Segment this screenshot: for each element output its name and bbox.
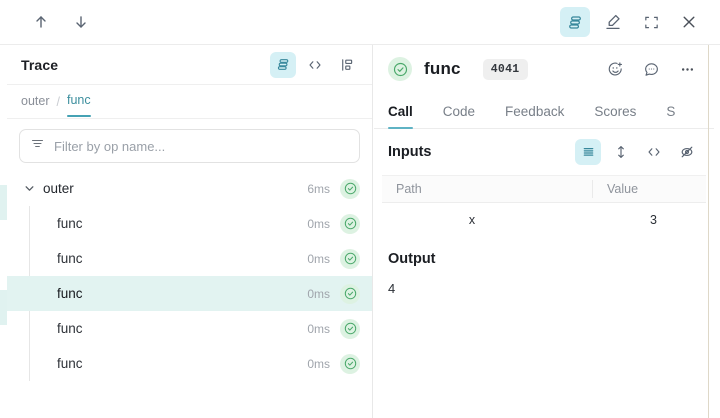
- tree-row-duration: 0ms: [307, 251, 330, 266]
- breadcrumb-item-outer[interactable]: outer: [21, 94, 50, 108]
- chevron-down-icon[interactable]: [21, 181, 37, 197]
- status-success-icon: [340, 248, 360, 269]
- stacked-layers-icon[interactable]: [560, 7, 590, 37]
- tree-row-func-2[interactable]: func 0ms: [7, 241, 372, 276]
- filter-lines-icon: [30, 136, 45, 156]
- trace-panel: Trace: [7, 45, 373, 418]
- tree-row-label: func: [57, 356, 83, 371]
- tree-row-func-5[interactable]: func 0ms: [7, 346, 372, 381]
- filter-section: [7, 119, 372, 171]
- code-brackets-icon[interactable]: [641, 139, 667, 165]
- cell-path: x: [468, 213, 476, 227]
- tab-code[interactable]: Code: [442, 104, 476, 119]
- toolbar-nav-group: [0, 9, 94, 35]
- inputs-table-header: Path Value: [382, 175, 706, 203]
- output-section: Output 4: [374, 237, 714, 296]
- tree-row-label: func: [57, 286, 83, 301]
- tab-feedback[interactable]: Feedback: [505, 104, 565, 119]
- tree-row-duration: 0ms: [307, 321, 330, 336]
- arrow-up-icon[interactable]: [28, 9, 54, 35]
- call-id-badge[interactable]: 4041: [482, 58, 528, 80]
- column-header-value: Value: [592, 180, 706, 198]
- status-success-icon: [340, 318, 360, 339]
- tree-row-label: func: [57, 251, 83, 266]
- code-brackets-icon[interactable]: [302, 52, 328, 78]
- tab-call[interactable]: Call: [388, 104, 413, 129]
- comment-icon[interactable]: [638, 56, 664, 82]
- inputs-view-controls: [575, 139, 700, 165]
- cell-value: 3: [650, 213, 657, 227]
- breadcrumb-separator: /: [56, 94, 60, 109]
- status-success-icon: [340, 353, 360, 374]
- tree-row-label: outer: [43, 181, 74, 196]
- more-options-icon[interactable]: [674, 56, 700, 82]
- toolbar-action-group: [560, 7, 720, 37]
- tree-row-duration: 0ms: [307, 286, 330, 301]
- tab-scores[interactable]: Scores: [594, 104, 637, 119]
- status-success-icon: [340, 178, 360, 199]
- output-value: 4: [388, 281, 396, 296]
- output-title: Output: [388, 251, 436, 267]
- filter-input[interactable]: [54, 138, 349, 154]
- panel-right-border: [708, 45, 709, 418]
- highlighter-pen-icon[interactable]: [598, 7, 628, 37]
- tree-row-duration: 0ms: [307, 356, 330, 371]
- panel-title: Trace: [21, 56, 59, 73]
- trace-panel-view-controls: [270, 51, 360, 78]
- tree-row-duration: 6ms: [307, 181, 330, 196]
- tree-row-func-4[interactable]: func 0ms: [7, 311, 372, 346]
- inputs-section-header: Inputs: [374, 129, 714, 175]
- inputs-title: Inputs: [388, 144, 432, 160]
- detail-header: func 4041: [374, 45, 714, 93]
- tree-row-outer[interactable]: outer 6ms: [7, 171, 372, 206]
- breadcrumb: outer / func: [7, 85, 372, 119]
- inputs-table: Path Value x 3: [382, 175, 706, 237]
- detail-header-actions: [602, 56, 700, 82]
- close-x-icon[interactable]: [674, 7, 704, 37]
- stacked-layers-icon[interactable]: [270, 51, 296, 78]
- status-success-icon: [340, 213, 360, 234]
- tree-row-label: func: [57, 216, 83, 231]
- add-reaction-icon[interactable]: [602, 56, 628, 82]
- status-success-icon: [388, 57, 412, 81]
- eye-off-icon[interactable]: [674, 139, 700, 165]
- breadcrumb-item-func[interactable]: func: [66, 93, 91, 117]
- trace-panel-header: Trace: [7, 45, 372, 85]
- tree-row-label: func: [57, 321, 83, 336]
- call-detail-panel: func 4041: [374, 45, 714, 418]
- top-toolbar: [0, 0, 720, 45]
- arrow-down-icon[interactable]: [68, 9, 94, 35]
- status-success-icon: [340, 283, 360, 304]
- detail-tabs: Call Code Feedback Scores S: [374, 93, 714, 129]
- trace-tree: outer 6ms func 0ms: [7, 171, 372, 381]
- tree-row-func-3-selected[interactable]: func 0ms: [7, 276, 372, 311]
- expand-fullscreen-icon[interactable]: [636, 7, 666, 37]
- filter-input-wrapper[interactable]: [19, 129, 360, 163]
- tree-row-func-1[interactable]: func 0ms: [7, 206, 372, 241]
- column-header-path: Path: [396, 182, 422, 196]
- list-view-icon[interactable]: [575, 139, 601, 165]
- expand-rows-icon[interactable]: [608, 139, 634, 165]
- call-title: func: [424, 59, 461, 78]
- tree-row-duration: 0ms: [307, 216, 330, 231]
- table-row[interactable]: x 3: [382, 203, 706, 237]
- background-panel-sliver: [0, 45, 7, 418]
- tab-summary-truncated[interactable]: S: [666, 104, 676, 119]
- tree-hierarchy-icon[interactable]: [334, 52, 360, 78]
